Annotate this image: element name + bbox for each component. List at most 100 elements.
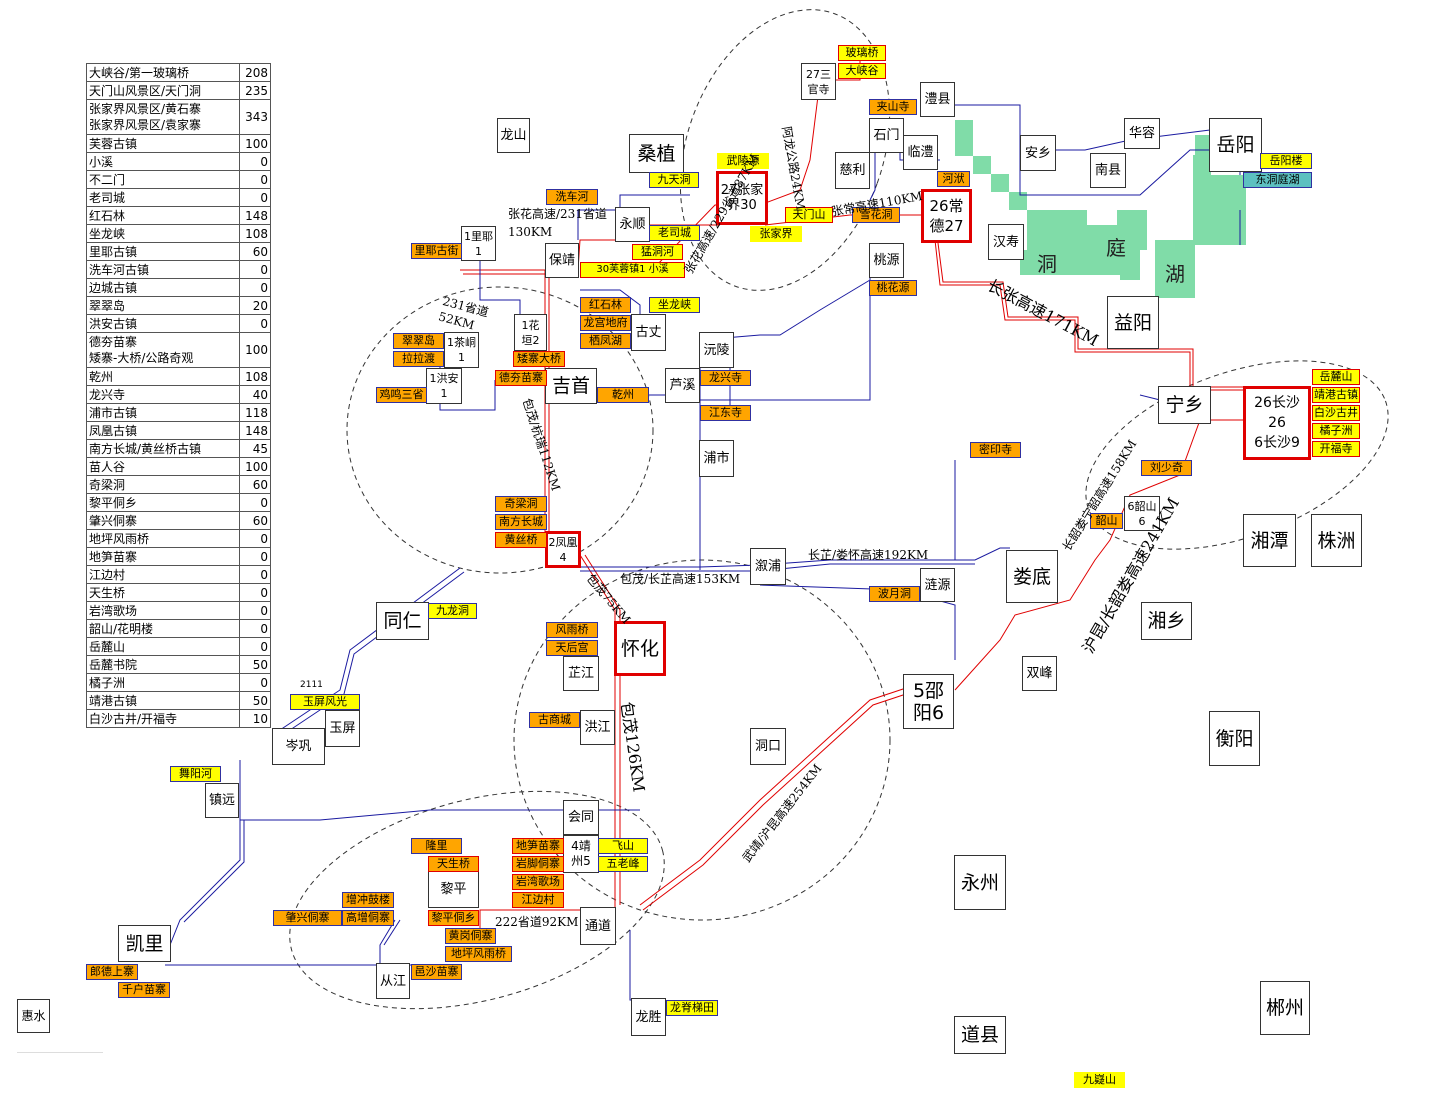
- spot-lipingdongxiang[interactable]: 黎平侗乡: [428, 910, 479, 926]
- spot-zhaoxingdongzhai[interactable]: 肇兴侗寨: [273, 910, 342, 926]
- city-jishou[interactable]: 吉首: [545, 368, 597, 404]
- city-27sanguansi[interactable]: 27三 官寺: [801, 63, 836, 100]
- spot-wulingyuan[interactable]: 武陵源: [717, 153, 769, 169]
- city-ningxiang[interactable]: 宁乡: [1158, 386, 1211, 424]
- city-huaihua[interactable]: 怀化: [614, 621, 666, 676]
- city-hongan[interactable]: 1洪安 1: [426, 368, 462, 404]
- spot-juzizhou[interactable]: 橘子洲: [1312, 423, 1360, 439]
- spot-qifenghu[interactable]: 栖凤湖: [580, 333, 631, 349]
- city-guzhang[interactable]: 古丈: [631, 314, 666, 351]
- spot-dehang[interactable]: 德夯苗寨: [495, 370, 547, 386]
- city-baojing[interactable]: 保靖: [545, 243, 579, 278]
- spot-baishaguji[interactable]: 白沙古井: [1312, 405, 1360, 421]
- spot-huanggangdongzhai[interactable]: 黄岗侗寨: [445, 928, 496, 944]
- spot-mengdonghe[interactable]: 猛洞河: [632, 244, 683, 260]
- city-kaili[interactable]: 凯里: [118, 925, 171, 962]
- city-huayuan[interactable]: 1花 垣2: [514, 314, 547, 351]
- spot-disunmiaozhai[interactable]: 地笋苗寨: [512, 838, 564, 854]
- city-congjiang[interactable]: 从江: [376, 963, 410, 999]
- city-yuanling[interactable]: 沅陵: [699, 332, 734, 368]
- city-hongjiang[interactable]: 洪江: [580, 710, 615, 745]
- city-shaoshan[interactable]: 6韶山 6: [1124, 496, 1160, 531]
- city-luxi[interactable]: 芦溪: [665, 368, 700, 403]
- spot-qianzhou[interactable]: 乾州: [597, 387, 649, 403]
- city-liping[interactable]: 黎平: [428, 871, 479, 908]
- spot-zuolongxia[interactable]: 坐龙峡: [649, 297, 700, 313]
- spot-longjititian[interactable]: 龙脊梯田: [666, 1000, 718, 1016]
- city-taoyuan[interactable]: 桃源: [869, 243, 904, 278]
- spot-jiashansi[interactable]: 夹山寺: [869, 99, 917, 115]
- city-dongkou[interactable]: 洞口: [750, 728, 786, 765]
- spot-wulaofeng[interactable]: 五老峰: [598, 856, 648, 872]
- city-hanshou[interactable]: 汉寿: [988, 224, 1024, 260]
- spot-yanwangechang[interactable]: 岩湾歌场: [512, 874, 564, 890]
- spot-jiuyishan[interactable]: 九嶷山: [1074, 1072, 1125, 1088]
- city-liye[interactable]: 1里耶 1: [461, 226, 496, 261]
- spot-tianhougong[interactable]: 天后宫: [546, 640, 598, 656]
- spot-zhangjiajie[interactable]: 张家界: [750, 226, 802, 242]
- city-fenghuang[interactable]: 2凤凰 4: [545, 531, 581, 568]
- spot-laladu[interactable]: 拉拉渡: [393, 351, 444, 367]
- city-shaoyang[interactable]: 5邵 阳6: [903, 674, 954, 729]
- spot-jimingsansheng[interactable]: 鸡鸣三省: [376, 387, 427, 403]
- city-xupu[interactable]: 溆浦: [750, 548, 786, 585]
- city-zhijiang[interactable]: 芷江: [563, 656, 599, 691]
- city-jingzhou[interactable]: 4靖 州5: [563, 835, 599, 873]
- spot-boyuedong[interactable]: 波月洞: [869, 586, 920, 602]
- spot-tianshengqiao[interactable]: 天生桥: [428, 856, 479, 872]
- city-tongren[interactable]: 同仁: [376, 602, 429, 640]
- spot-liyeguji[interactable]: 里耶古街: [411, 243, 462, 259]
- spot-cuicuidao[interactable]: 翠翠岛: [393, 333, 444, 349]
- spot-taohuayuan[interactable]: 桃花源: [869, 280, 917, 296]
- city-daoxian[interactable]: 道县: [954, 1016, 1006, 1054]
- spot-gushangcheng[interactable]: 古商城: [529, 712, 580, 728]
- spot-dongdongting[interactable]: 东洞庭湖: [1243, 172, 1312, 188]
- city-nanxian[interactable]: 南县: [1090, 153, 1126, 188]
- city-hengyang[interactable]: 衡阳: [1209, 711, 1260, 766]
- spot-shaoshan[interactable]: 韶山: [1090, 513, 1123, 529]
- spot-jiangdongsi[interactable]: 江东寺: [700, 405, 751, 421]
- spot-glass-bridge[interactable]: 玻璃桥: [838, 45, 886, 61]
- city-tongdao[interactable]: 通道: [580, 907, 616, 945]
- spot-jiangbiancun[interactable]: 江边村: [512, 892, 564, 908]
- city-yiyang[interactable]: 益阳: [1107, 296, 1159, 349]
- city-lianyuan[interactable]: 涟源: [920, 568, 955, 602]
- city-lixian[interactable]: 澧县: [920, 82, 955, 117]
- city-huarong[interactable]: 华容: [1124, 118, 1160, 149]
- city-yuping[interactable]: 玉屏: [325, 710, 360, 747]
- city-sangzhi[interactable]: 桑植: [629, 134, 684, 173]
- spot-zengchongdrum[interactable]: 增冲鼓楼: [342, 892, 394, 908]
- spot-xichehe[interactable]: 洗车河: [546, 189, 598, 205]
- city-huishui[interactable]: 惠水: [17, 999, 50, 1033]
- spot-liushaoqi[interactable]: 刘少奇: [1141, 460, 1192, 476]
- city-loudi[interactable]: 娄底: [1006, 550, 1058, 603]
- spot-yanjiaodongzhai[interactable]: 岩脚侗寨: [512, 856, 564, 872]
- city-pushi[interactable]: 浦市: [699, 440, 734, 477]
- spot-furongzhen[interactable]: 30芙蓉镇1 小溪: [580, 262, 685, 278]
- city-zhangjiajie[interactable]: 27张家 界30: [716, 171, 768, 225]
- city-yueyang[interactable]: 岳阳: [1209, 118, 1262, 172]
- spot-jiutiandong[interactable]: 九天洞: [649, 172, 699, 188]
- spot-longgongdifu[interactable]: 龙宫地府: [580, 315, 631, 331]
- city-cengong[interactable]: 岑巩: [272, 728, 325, 765]
- spot-kaifusi[interactable]: 开福寺: [1312, 441, 1360, 457]
- spot-jiulongdong[interactable]: 九龙洞: [428, 603, 477, 619]
- spot-longxingsi[interactable]: 龙兴寺: [700, 370, 751, 386]
- spot-laosicheng[interactable]: 老司城: [649, 225, 700, 241]
- city-xiangtan[interactable]: 湘潭: [1243, 514, 1296, 567]
- spot-fengyuqiao[interactable]: 风雨桥: [546, 622, 598, 638]
- city-chadong[interactable]: 1茶峒 1: [444, 332, 479, 368]
- city-xiangxiang[interactable]: 湘乡: [1141, 602, 1192, 640]
- city-yongshun[interactable]: 永顺: [615, 207, 650, 242]
- city-zhuzhou[interactable]: 株洲: [1311, 514, 1362, 567]
- city-cili[interactable]: 慈利: [835, 152, 870, 189]
- city-anxiang[interactable]: 安乡: [1020, 135, 1056, 171]
- spot-longli[interactable]: 隆里: [411, 838, 462, 854]
- city-changsha[interactable]: 26长沙 26 6长沙9: [1243, 386, 1311, 460]
- spot-miyinsi[interactable]: 密印寺: [970, 442, 1021, 458]
- city-yongzhou[interactable]: 永州: [954, 855, 1006, 910]
- spot-aizhai-bridge[interactable]: 矮寨大桥: [513, 351, 565, 367]
- city-zhenyuan[interactable]: 镇远: [205, 783, 239, 818]
- spot-gaozengdongzhai[interactable]: 高增侗寨: [342, 910, 394, 926]
- city-longshan[interactable]: 龙山: [497, 118, 530, 153]
